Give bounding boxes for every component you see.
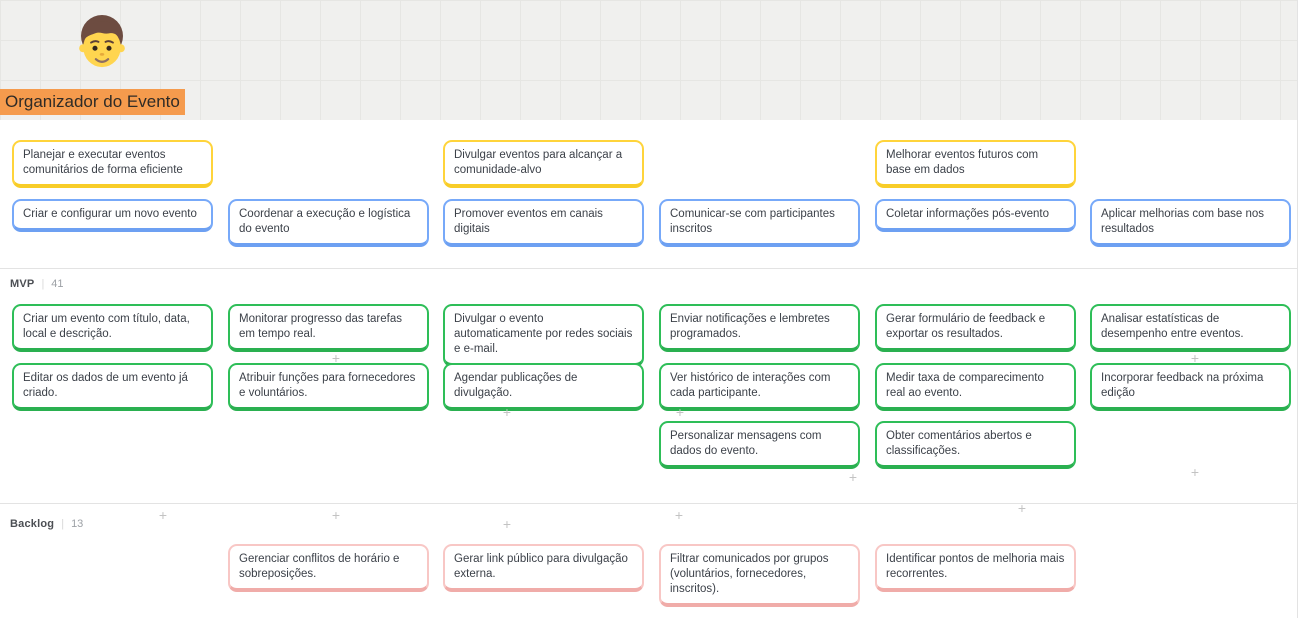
add-card-icon[interactable]: +	[331, 507, 341, 523]
card-text: Aplicar melhorias com base nos resultado…	[1101, 208, 1264, 235]
add-card-icon[interactable]: +	[158, 507, 168, 523]
card-text: Identificar pontos de melhoria mais reco…	[886, 553, 1065, 580]
card-text: Personalizar mensagens com dados do even…	[670, 430, 822, 457]
section-separator: |	[61, 518, 65, 530]
step-card[interactable]: Criar e configurar um novo evento	[12, 199, 213, 232]
section-title: MVP	[10, 278, 35, 290]
section-title: Backlog	[10, 518, 55, 530]
mvp-card[interactable]: Incorporar feedback na próxima edição	[1090, 363, 1291, 411]
add-card-icon[interactable]: +	[502, 516, 512, 532]
card-text: Gerenciar conflitos de horário e sobrepo…	[239, 553, 400, 580]
backlog-section-divider	[0, 503, 1297, 504]
add-card-icon[interactable]: +	[848, 469, 858, 485]
card-text: Gerar link público para divulgação exter…	[454, 553, 628, 580]
activity-card[interactable]: Planejar e executar eventos comunitários…	[12, 140, 213, 188]
add-card-icon[interactable]: +	[1190, 464, 1200, 480]
step-card[interactable]: Coletar informações pós-evento	[875, 199, 1076, 232]
card-text: Obter comentários abertos e classificaçõ…	[886, 430, 1032, 457]
card-text: Divulgar o evento automaticamente por re…	[454, 313, 633, 355]
card-text: Comunicar-se com participantes inscritos	[670, 208, 835, 235]
card-text: Analisar estatísticas de desempenho entr…	[1101, 313, 1244, 340]
card-text: Coordenar a execução e logística do even…	[239, 208, 411, 235]
canvas-grid	[0, 0, 1297, 120]
add-card-icon[interactable]: +	[1190, 350, 1200, 366]
step-card[interactable]: Promover eventos em canais digitais	[443, 199, 644, 247]
card-text: Agendar publicações de divulgação.	[454, 372, 578, 399]
card-text: Divulgar eventos para alcançar a comunid…	[454, 149, 623, 176]
backlog-card[interactable]: Gerenciar conflitos de horário e sobrepo…	[228, 544, 429, 592]
man-avatar-icon	[79, 15, 125, 68]
card-text: Criar e configurar um novo evento	[23, 208, 197, 220]
card-text: Enviar notificações e lembretes programa…	[670, 313, 830, 340]
mvp-card[interactable]: Editar os dados de um evento já criado.	[12, 363, 213, 411]
mvp-section-divider	[0, 268, 1297, 269]
board-edge-line	[1297, 0, 1298, 618]
section-separator: |	[41, 278, 45, 290]
mvp-card[interactable]: Analisar estatísticas de desempenho entr…	[1090, 304, 1291, 352]
card-text: Criar um evento com título, data, local …	[23, 313, 190, 340]
step-card[interactable]: Comunicar-se com participantes inscritos	[659, 199, 860, 247]
card-text: Ver histórico de interações com cada par…	[670, 372, 831, 399]
backlog-card[interactable]: Filtrar comunicados por grupos (voluntár…	[659, 544, 860, 607]
card-text: Planejar e executar eventos comunitários…	[23, 149, 183, 176]
card-text: Filtrar comunicados por grupos (voluntár…	[670, 553, 829, 595]
mvp-card[interactable]: Monitorar progresso das tarefas em tempo…	[228, 304, 429, 352]
card-text: Medir taxa de comparecimento real ao eve…	[886, 372, 1044, 399]
card-text: Gerar formulário de feedback e exportar …	[886, 313, 1046, 340]
card-text: Editar os dados de um evento já criado.	[23, 372, 188, 399]
mvp-card[interactable]: Gerar formulário de feedback e exportar …	[875, 304, 1076, 352]
mvp-card[interactable]: Divulgar o evento automaticamente por re…	[443, 304, 644, 367]
add-card-icon[interactable]: +	[675, 404, 685, 420]
backlog-card[interactable]: Identificar pontos de melhoria mais reco…	[875, 544, 1076, 592]
activity-card[interactable]: Divulgar eventos para alcançar a comunid…	[443, 140, 644, 188]
mvp-card[interactable]: Personalizar mensagens com dados do even…	[659, 421, 860, 469]
card-text: Melhorar eventos futuros com base em dad…	[886, 149, 1039, 176]
card-text: Incorporar feedback na próxima edição	[1101, 372, 1264, 399]
section-count: 41	[51, 278, 64, 290]
mvp-card[interactable]: Enviar notificações e lembretes programa…	[659, 304, 860, 352]
mvp-card[interactable]: Obter comentários abertos e classificaçõ…	[875, 421, 1076, 469]
step-card[interactable]: Coordenar a execução e logística do even…	[228, 199, 429, 247]
mvp-card[interactable]: Agendar publicações de divulgação.	[443, 363, 644, 411]
card-text: Promover eventos em canais digitais	[454, 208, 603, 235]
mvp-card[interactable]: Atribuir funções para fornecedores e vol…	[228, 363, 429, 411]
add-card-icon[interactable]: +	[331, 350, 341, 366]
activity-card[interactable]: Melhorar eventos futuros com base em dad…	[875, 140, 1076, 188]
card-text: Monitorar progresso das tarefas em tempo…	[239, 313, 402, 340]
section-label-backlog[interactable]: Backlog | 13	[10, 518, 83, 530]
mvp-card[interactable]: Ver histórico de interações com cada par…	[659, 363, 860, 411]
step-card[interactable]: Aplicar melhorias com base nos resultado…	[1090, 199, 1291, 247]
card-text: Coletar informações pós-evento	[886, 208, 1049, 220]
section-label-mvp[interactable]: MVP | 41	[10, 278, 64, 290]
section-count: 13	[71, 518, 84, 530]
backlog-card[interactable]: Gerar link público para divulgação exter…	[443, 544, 644, 592]
add-card-icon[interactable]: +	[674, 507, 684, 523]
card-text: Atribuir funções para fornecedores e vol…	[239, 372, 416, 399]
add-card-icon[interactable]: +	[502, 404, 512, 420]
mvp-card[interactable]: Criar um evento com título, data, local …	[12, 304, 213, 352]
add-card-icon[interactable]: +	[1017, 500, 1027, 516]
mvp-card[interactable]: Medir taxa de comparecimento real ao eve…	[875, 363, 1076, 411]
persona-name-label[interactable]: Organizador do Evento	[0, 89, 185, 115]
